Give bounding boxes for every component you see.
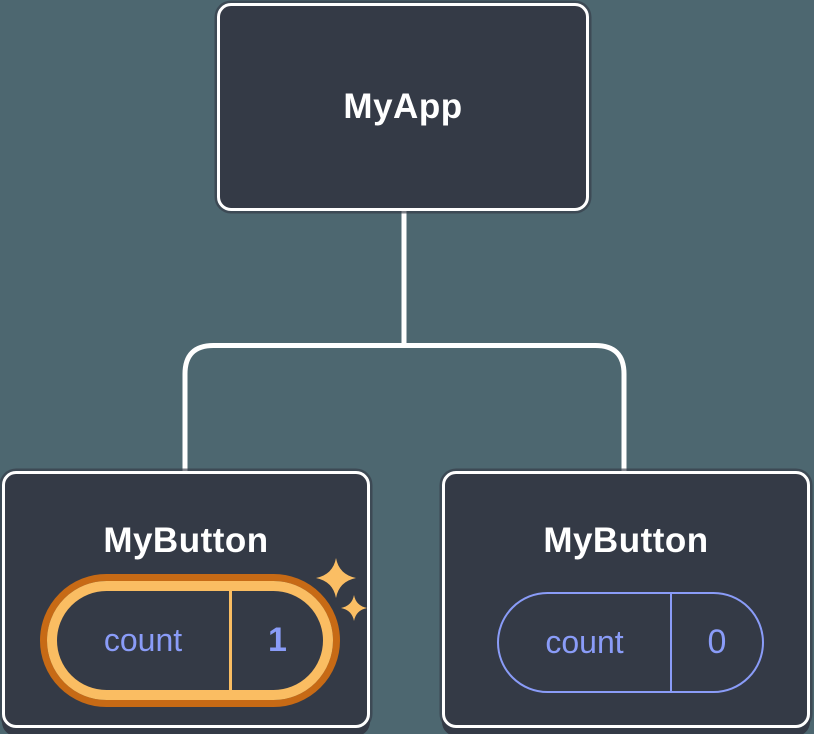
- component-node-root: MyApp: [217, 3, 589, 211]
- component-node-left: MyButton count 1: [2, 471, 370, 728]
- state-pill-highlighted: count 1: [40, 574, 340, 707]
- state-value: 0: [707, 623, 727, 661]
- state-key-label: count: [103, 622, 183, 658]
- state-value: 1: [268, 621, 287, 659]
- pill-divider: [670, 594, 672, 691]
- sparkle-icon: [341, 595, 367, 621]
- pill-divider: [229, 591, 232, 690]
- component-name: MyButton: [103, 521, 269, 560]
- sparkle-icon: [316, 558, 356, 598]
- state-key-label: count: [545, 624, 624, 660]
- component-node-right: MyButton count 0: [442, 471, 810, 728]
- state-pill-plain: count 0: [497, 592, 764, 693]
- component-name: MyButton: [543, 521, 709, 560]
- highlight-ring: count 1: [47, 581, 333, 700]
- component-name: MyApp: [343, 87, 463, 126]
